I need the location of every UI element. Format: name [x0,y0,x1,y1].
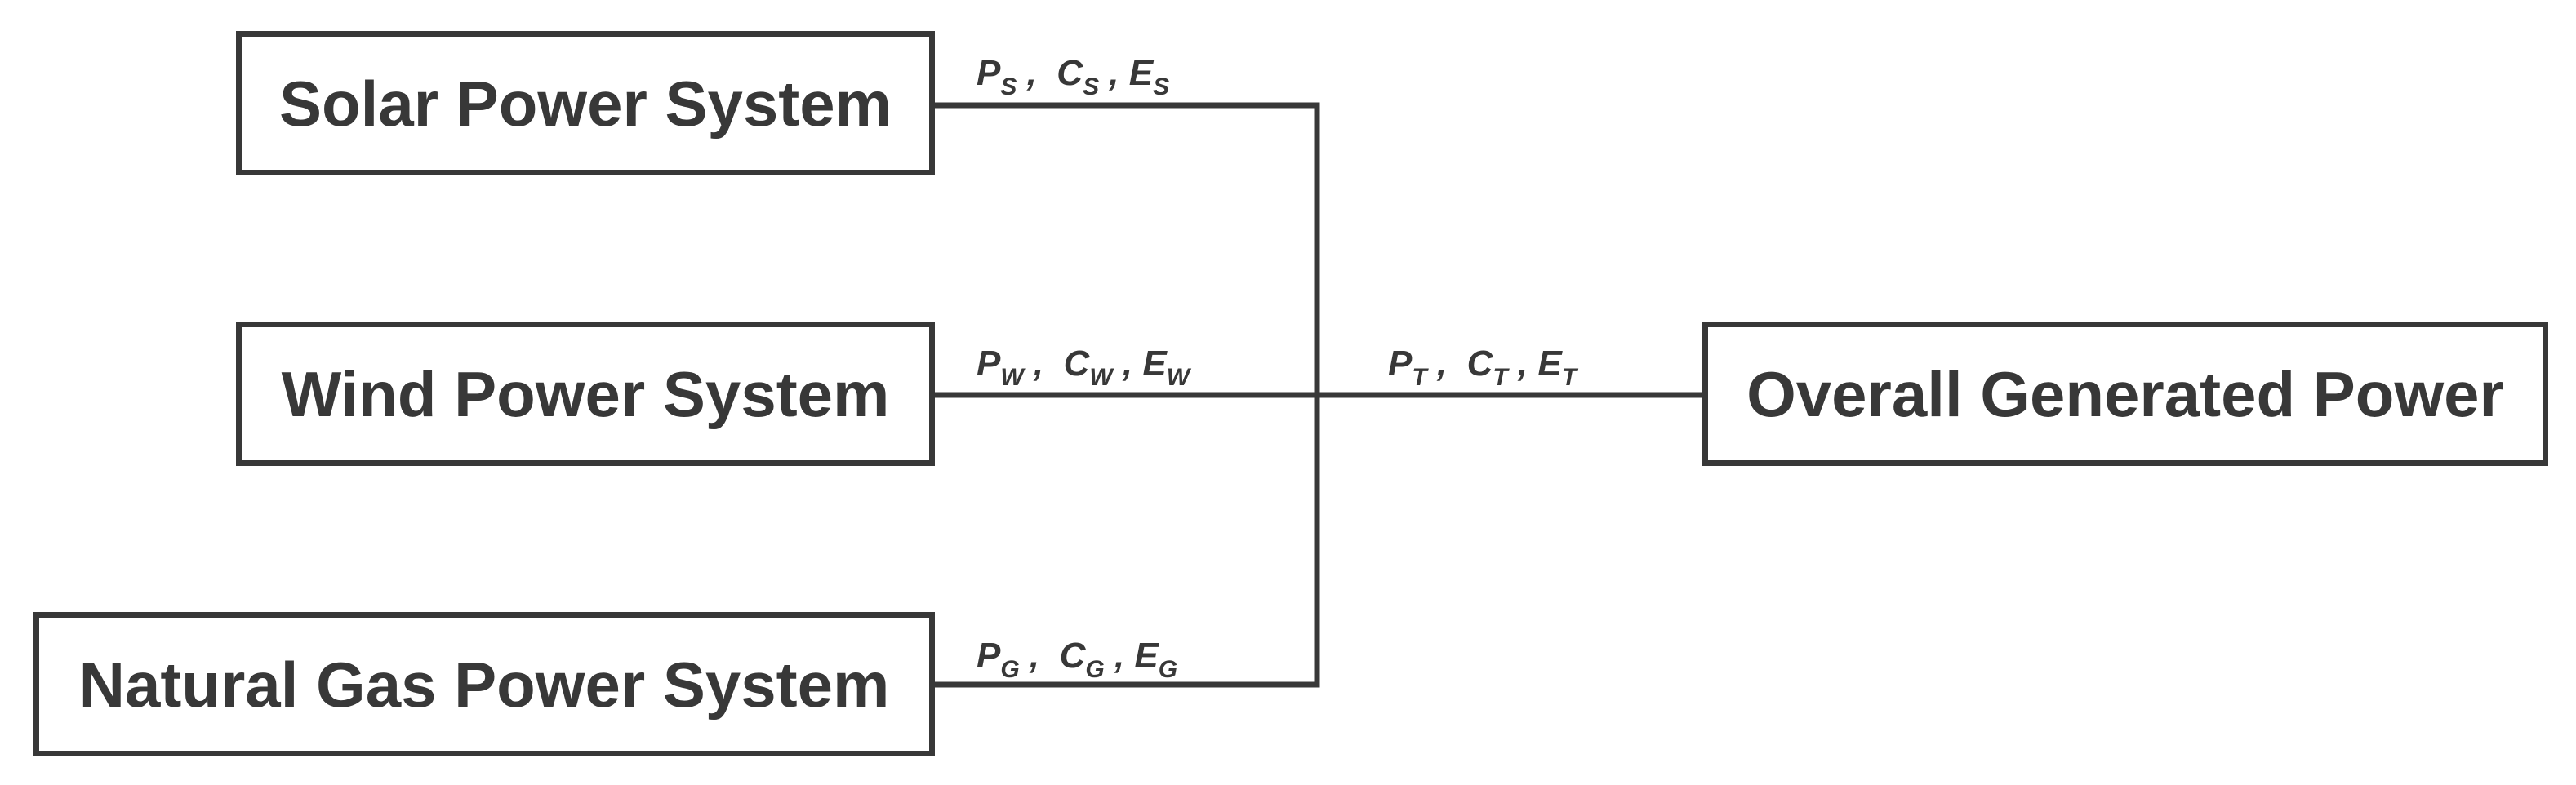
solar-connector [935,102,1320,395]
total-flow-label: PT , CT , ET [1388,344,1577,391]
total-cost-subscript: T [1493,364,1508,391]
wind-power-subscript: W [1000,364,1024,391]
gas-power-subscript: G [1000,656,1020,683]
total-power-symbol: P [1388,344,1413,384]
overall-generated-power-label: Overall Generated Power [1746,357,2504,430]
wind-emission-subscript: W [1166,364,1190,391]
wind-cost-symbol: C [1063,344,1090,384]
overall-generated-power-box: Overall Generated Power [1702,322,2548,466]
gas-cost-subscript: G [1085,656,1105,683]
solar-cost-symbol: C [1057,53,1083,93]
total-power-subscript: T [1412,364,1427,391]
gas-flow-label: PG , CG , EG [977,636,1178,683]
wind-power-system-box: Wind Power System [236,322,935,466]
gas-emission-subscript: G [1158,656,1178,683]
solar-cost-subscript: S [1083,73,1100,100]
wind-power-symbol: P [977,344,1001,384]
wind-flow-label: PW , CW , EW [977,344,1190,391]
gas-emission-symbol: E [1134,636,1159,676]
natural-gas-power-system-label: Natural Gas Power System [78,648,890,721]
natural-gas-power-system-box: Natural Gas Power System [33,612,935,756]
total-cost-symbol: C [1466,344,1493,384]
solar-flow-label: PS , CS , ES [977,53,1170,100]
total-emission-subscript: T [1561,364,1577,391]
solar-power-system-box: Solar Power System [236,31,935,175]
solar-power-system-label: Solar Power System [279,67,892,140]
wind-emission-symbol: E [1142,344,1167,384]
total-emission-symbol: E [1537,344,1562,384]
wind-cost-subscript: W [1089,364,1113,391]
gas-power-symbol: P [977,636,1001,676]
solar-power-subscript: S [1000,73,1017,100]
gas-cost-symbol: C [1059,636,1086,676]
gas-connector [935,395,1320,688]
solar-emission-subscript: S [1153,73,1170,100]
solar-emission-symbol: E [1128,53,1154,93]
wind-power-system-label: Wind Power System [281,357,890,430]
solar-power-symbol: P [977,53,1001,93]
